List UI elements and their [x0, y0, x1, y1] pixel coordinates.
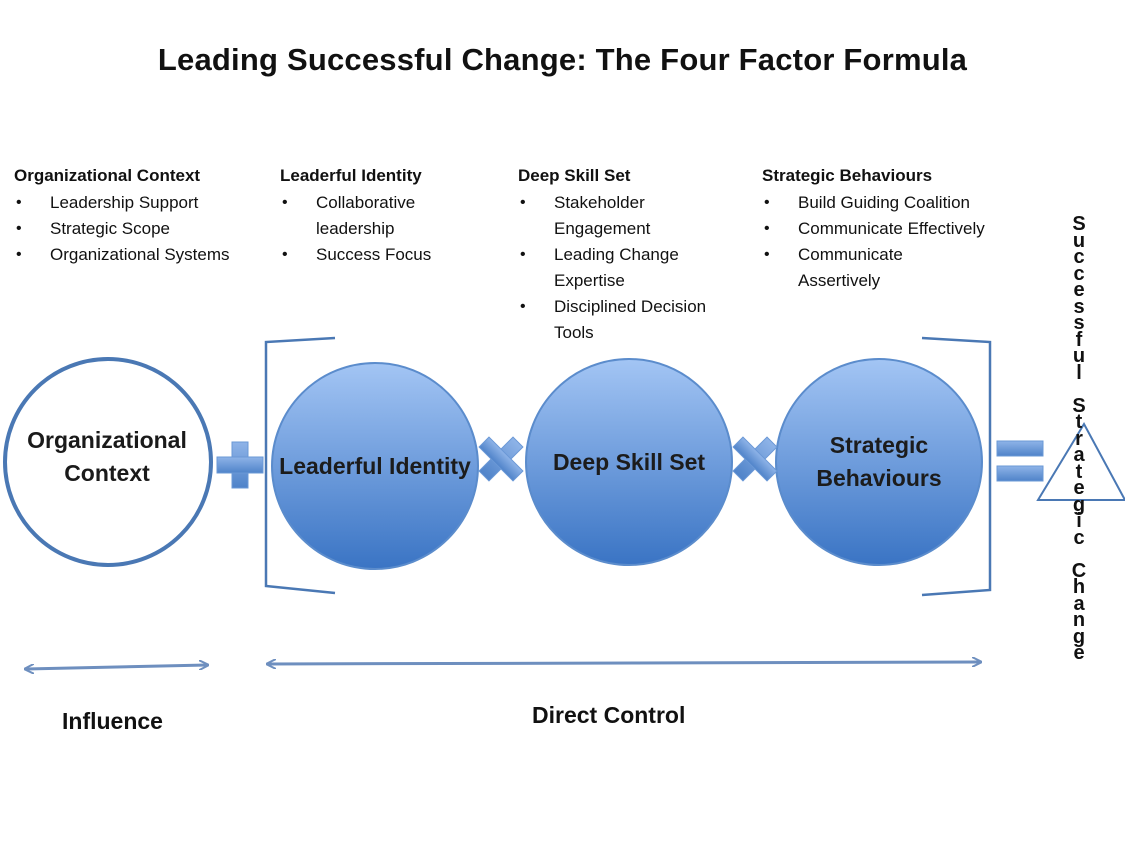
- column-heading: Deep Skill Set: [518, 166, 631, 185]
- column-heading: Strategic Behaviours: [762, 166, 933, 185]
- bullet-item: Stakeholder Engagement: [518, 190, 674, 242]
- leaderful-identity-label: Leaderful Identity: [279, 452, 471, 479]
- column-organizational-context: Organizational Context Leadership Suppor…: [14, 164, 264, 268]
- bullet-item: Leading Change Expertise: [518, 242, 704, 294]
- bullet-list: Build Guiding Coalition Communicate Effe…: [762, 190, 1032, 294]
- bullet-item: Disciplined Decision Tools: [518, 294, 744, 346]
- triangle-result: [1036, 421, 1125, 501]
- influence-label: Influence: [62, 708, 163, 734]
- times-operator: [478, 436, 524, 482]
- influence-arrow: [26, 665, 207, 669]
- bullet-item: Communicate Effectively: [762, 216, 1032, 242]
- column-heading: Organizational Context: [14, 166, 201, 185]
- bullet-item: Communicate Assertively: [762, 242, 938, 294]
- direct-control-arrow: [268, 662, 980, 664]
- bullet-list: Leadership Support Strategic Scope Organ…: [14, 190, 264, 268]
- organizational-context-label: Organizational Context: [27, 427, 187, 486]
- bullet-item: Build Guiding Coalition: [762, 190, 1032, 216]
- bullet-item: Organizational Systems: [14, 242, 264, 268]
- leaderful-identity-circle: [271, 362, 479, 570]
- successful-strategic-change-label: S u c c e s s f u l S t r a t e g i c C …: [1071, 213, 1087, 664]
- left-bracket: [264, 336, 336, 595]
- bullet-list: Collaborative leadership Success Focus: [280, 190, 480, 268]
- direct-control-label: Direct Control: [532, 702, 686, 728]
- bullet-item: Collaborative leadership: [280, 190, 444, 242]
- right-bracket: [921, 336, 992, 597]
- bullet-item: Leadership Support: [14, 190, 264, 216]
- bullet-item: Strategic Scope: [14, 216, 264, 242]
- times-operator: [732, 436, 778, 482]
- deep-skill-set-label: Deep Skill Set: [552, 448, 706, 475]
- bullet-item: Success Focus: [280, 242, 480, 268]
- column-heading: Leaderful Identity: [280, 166, 422, 185]
- strategic-behaviours-circle: [775, 358, 983, 566]
- diagram-title: Leading Successful Change: The Four Fact…: [157, 42, 968, 77]
- plus-operator: [216, 441, 264, 489]
- column-leaderful-identity: Leaderful Identity Collaborative leaders…: [280, 164, 480, 268]
- strategic-behaviours-label: Strategic Behaviours: [816, 432, 942, 491]
- equals-operator: [996, 440, 1044, 482]
- deep-skill-set-circle: [525, 358, 733, 566]
- column-strategic-behaviours: Strategic Behaviours Build Guiding Coali…: [762, 164, 1032, 294]
- column-deep-skill-set: Deep Skill Set Stakeholder Engagement Le…: [518, 164, 748, 346]
- bullet-list: Stakeholder Engagement Leading Change Ex…: [518, 190, 748, 346]
- organizational-context-circle: [3, 357, 213, 567]
